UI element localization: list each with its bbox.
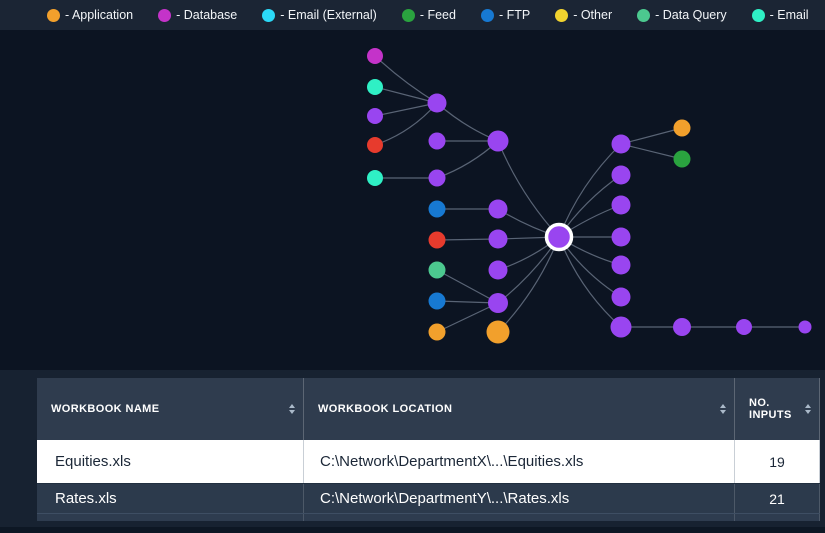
column-header-no-inputs[interactable]: NO. INPUTS [735,378,820,440]
legend-item-application: - Application [47,8,133,22]
data-query-dot-icon [637,8,651,22]
legend-item-database: - Database [158,8,237,22]
database-dot-icon [158,8,172,22]
legend-label: - FTP [498,8,531,22]
graph-node-excel-file-C1[interactable] [487,130,509,152]
no-inputs-cell: 21 [735,484,820,513]
graph-node-excel-file-C5[interactable] [488,293,508,313]
graph-node-excel-file-D4[interactable] [611,227,631,247]
legend-label: - Database [176,8,238,22]
workbook-table: WORKBOOK NAME WORKBOOK LOCATION NO. INPU… [37,378,820,521]
table-header-row: WORKBOOK NAME WORKBOOK LOCATION NO. INPU… [37,378,820,440]
legend-label: - Application [65,8,134,22]
column-header-workbook-location[interactable]: WORKBOOK LOCATION [304,378,735,440]
graph-node-excel-file-F3[interactable] [798,320,812,334]
graph-node-application-B8[interactable] [428,323,446,341]
sort-icon[interactable] [714,404,726,414]
legend-item-data-query: - Data Query [637,8,727,22]
email-external-dot-icon [262,8,276,22]
workbook-table-panel: WORKBOOK NAME WORKBOOK LOCATION NO. INPU… [0,378,825,533]
column-header-label: WORKBOOK LOCATION [318,403,453,415]
graph-node-excel-file-A3[interactable] [367,108,383,124]
graph-node-excel-file-D3[interactable] [611,195,631,215]
table-row-partial[interactable] [37,513,820,521]
graph-node-excel-file-D1[interactable] [611,134,631,154]
graph-node-other-source-A4[interactable] [367,137,383,153]
graph-node-excel-file-C3[interactable] [488,229,508,249]
legend-label: - Feed [419,8,456,22]
legend-label: - Email (External) [280,8,377,22]
graph-node-data-query-B6[interactable] [428,261,446,279]
ftp-dot-icon [480,8,494,22]
legend-item-feed: - Feed [401,8,456,22]
workbook-location-cell: C:\Network\DepartmentX\...\Equities.xls [304,440,735,483]
graph-node-excel-file-C2[interactable] [488,199,508,219]
workbook-name-cell: Equities.xls [37,440,304,483]
graph-node-excel-file-B3[interactable] [428,169,446,187]
graph-edge [374,86,438,104]
graph-edge [374,102,438,117]
lineage-graph-svg[interactable] [0,30,825,370]
graph-node-excel-file-D7[interactable] [610,316,632,338]
graph-node-excel-file-B2[interactable] [428,132,446,150]
graph-node-excel-file-D5[interactable] [611,255,631,275]
graph-edge [558,143,622,238]
column-header-label: WORKBOOK NAME [51,403,160,415]
legend-item-email-external: - Email (External) [262,8,377,22]
legend-label: - Data Query [655,8,727,22]
graph-edge [436,140,499,179]
column-header-workbook-name[interactable]: WORKBOOK NAME [37,378,304,440]
legend-item-ftp: - FTP [480,8,531,22]
table-row-equities-selected[interactable]: Equities.xls C:\Network\DepartmentX\...\… [37,440,820,483]
workbook-name-cell: Rates.xls [37,484,304,513]
graph-node-email-A5[interactable] [367,170,383,186]
column-header-label: NO. INPUTS [749,397,792,421]
graph-node-excel-file-F2[interactable] [736,319,752,335]
feed-dot-icon [401,8,415,22]
graph-node-excel-file-D6[interactable] [611,287,631,307]
other-dot-icon [555,8,569,22]
graph-edge [497,140,560,238]
graph-node-database-A1[interactable] [367,48,383,64]
graph-edge [497,236,560,333]
graph-pane[interactable] [0,30,825,370]
graph-node-excel-file-H-selected-hub[interactable] [544,222,574,252]
graph-node-excel-file-F1[interactable] [673,318,691,336]
graph-node-application-E1[interactable] [673,119,691,137]
graph-node-ftp-B4[interactable] [428,200,446,218]
legend-label: - Email [769,8,809,22]
workbook-location-cell: C:\Network\DepartmentY\...\Rates.xls [304,484,735,513]
graph-node-email-A2[interactable] [367,79,383,95]
bottom-strip [0,527,825,533]
legend-label: - Other [573,8,613,22]
graph-node-feed-E2[interactable] [673,150,691,168]
graph-node-other-source-B5[interactable] [428,231,446,249]
sort-icon[interactable] [799,404,811,414]
graph-node-ftp-B7[interactable] [428,292,446,310]
no-inputs-cell: 19 [735,440,820,483]
graph-node-application-C6[interactable] [486,320,510,344]
application-dot-icon [47,8,60,22]
sort-icon[interactable] [283,404,295,414]
graph-edge [436,269,499,304]
graph-node-excel-file-B1[interactable] [427,93,447,113]
graph-node-excel-file-C4[interactable] [488,260,508,280]
table-row-rates[interactable]: Rates.xls C:\Network\DepartmentY\...\Rat… [37,483,820,513]
legend-item-other: - Other [555,8,612,22]
graph-node-excel-file-D2[interactable] [611,165,631,185]
legend-bar: - Application - Database - Email (External… [0,0,825,30]
graph-edge [374,55,438,104]
email-dot-icon [751,8,765,22]
legend-item-email: - Email [751,8,809,22]
graph-edge [436,102,499,142]
